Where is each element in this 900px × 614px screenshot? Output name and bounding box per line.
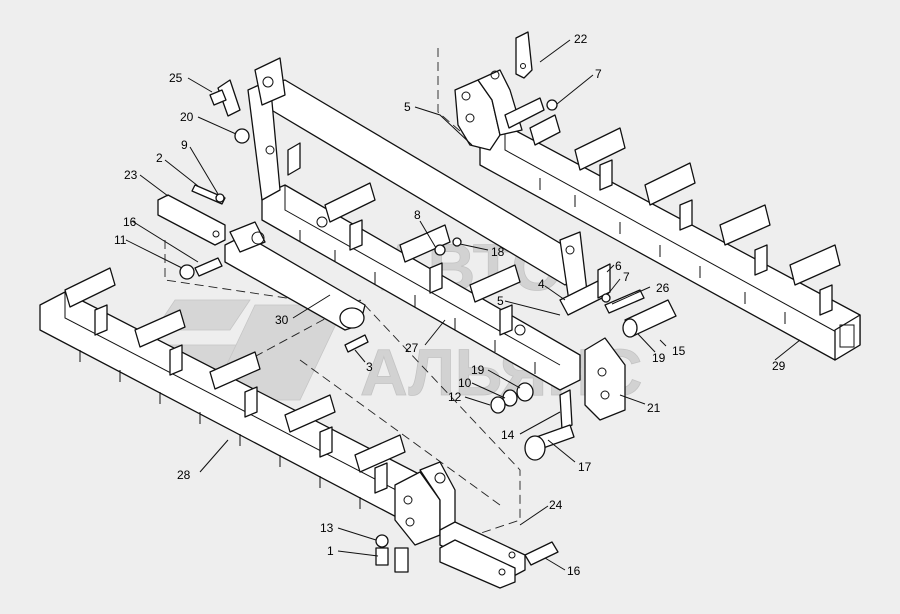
washer-13 [375, 534, 389, 548]
callout-14: 14 [501, 428, 515, 442]
callout-8: 8 [414, 208, 421, 222]
callout-3: 3 [366, 360, 373, 374]
nut-7b [601, 293, 611, 303]
front-frame-28 [39, 267, 451, 533]
plate-6 [597, 263, 611, 299]
nut-7a [546, 99, 558, 111]
callout-17: 17 [578, 460, 592, 474]
callout-12: 12 [448, 390, 462, 404]
right-hinge-21 [559, 231, 626, 421]
rear-bracket-5 [454, 69, 545, 151]
callout-26: 26 [656, 281, 670, 295]
callout-19: 19 [652, 351, 666, 365]
callout-15: 15 [672, 344, 686, 358]
callout-7b: 7 [623, 270, 630, 284]
pin-26 [604, 289, 645, 314]
washer-9 [215, 193, 225, 203]
bolt-1 [375, 547, 389, 566]
callout-28: 28 [177, 468, 191, 482]
callout-9: 9 [181, 138, 188, 152]
pin-14 [559, 389, 573, 431]
callout-4: 4 [538, 277, 545, 291]
link-bar-24 [439, 521, 526, 589]
nut-20 [234, 128, 250, 144]
callout-22: 22 [574, 32, 588, 46]
callout-16: 16 [123, 215, 137, 229]
callout-7: 7 [595, 67, 602, 81]
bushing-19b [516, 382, 534, 402]
pin-17-loop [524, 435, 546, 461]
callout-1: 1 [327, 544, 334, 558]
callout-25: 25 [169, 71, 183, 85]
bolt-3 [344, 334, 369, 353]
ring-12 [490, 396, 506, 414]
middle-frame-27 [247, 57, 581, 391]
callout-20: 20 [180, 110, 194, 124]
callout-5b: 5 [497, 294, 504, 308]
callout-21: 21 [647, 401, 661, 415]
callout-27: 27 [405, 341, 419, 355]
callout-24: 24 [549, 498, 563, 512]
lever-25 [217, 79, 241, 117]
callout-16b: 16 [567, 564, 581, 578]
nut-8 [434, 244, 446, 256]
callout-30: 30 [275, 313, 289, 327]
callout-13: 13 [320, 521, 334, 535]
pin-16b [524, 541, 559, 566]
nut-18 [452, 237, 462, 247]
front-hinge [394, 461, 456, 546]
ring-10 [502, 389, 518, 407]
hardware [179, 79, 677, 573]
callout-11: 11 [114, 233, 127, 247]
link-bar-23 [157, 194, 226, 246]
callout-labels: 22 7 5 25 20 9 2 23 8 18 16 11 6 7 26 4 … [114, 32, 786, 578]
callout-23: 23 [124, 168, 138, 182]
part-22-plate [515, 31, 533, 79]
leader-lines [125, 39, 801, 571]
callout-29: 29 [772, 359, 786, 373]
pin-16a [194, 257, 223, 277]
callout-18: 18 [491, 245, 505, 259]
callout-6: 6 [615, 259, 622, 273]
bolt-1b [394, 547, 409, 573]
callout-5: 5 [404, 100, 411, 114]
cylinder-30 [224, 221, 366, 331]
washer-11 [179, 264, 195, 280]
callout-10: 10 [458, 376, 472, 390]
bushing-19a [622, 318, 638, 338]
callout-19b: 19 [471, 363, 485, 377]
callout-2: 2 [156, 151, 163, 165]
